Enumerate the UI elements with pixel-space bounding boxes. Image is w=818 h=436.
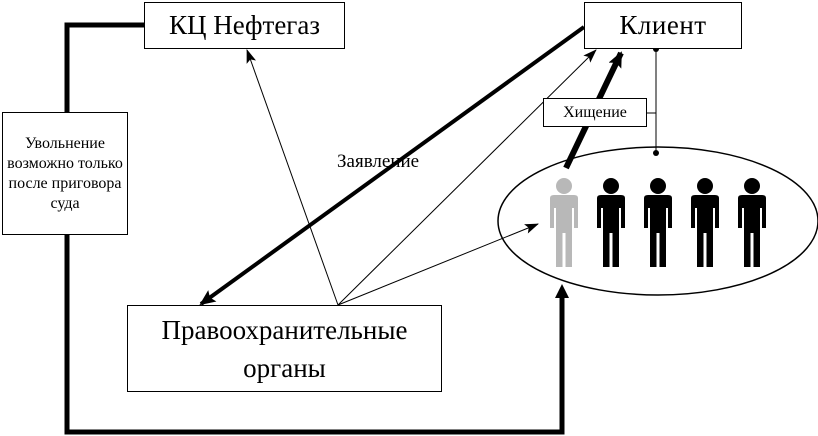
dismissal-note-box: Увольнение возможно только после пригово… <box>2 112 128 235</box>
client-to-law-arrow <box>199 25 586 306</box>
client-label: Клиент <box>619 10 707 40</box>
kc-neftegaz-label: КЦ Нефтегаз <box>168 10 321 40</box>
law-enforcement-label-line1: Правоохранительные <box>161 314 408 345</box>
person-icon <box>691 178 719 267</box>
person-icon <box>597 178 625 267</box>
client-box: Клиент <box>584 2 742 49</box>
connector-dot-bottom <box>653 150 659 156</box>
person-icon <box>738 178 766 267</box>
dismissal-path-arrowhead <box>555 284 569 298</box>
statement-edge-label: Заявление <box>337 151 420 172</box>
person-icon-highlighted <box>550 178 578 267</box>
law-enforcement-label-line2: органы <box>243 352 326 383</box>
law-to-client-arrow <box>337 49 597 306</box>
law-to-kc-arrow <box>246 49 339 306</box>
theft-label: Хищение <box>563 103 627 121</box>
dismissal-path-line <box>64 22 565 435</box>
theft-box: Хищение <box>543 98 647 127</box>
law-enforcement-box: Правоохранительные органы <box>127 305 442 392</box>
law-to-employees-arrow <box>337 223 539 306</box>
dismissal-note-text: Увольнение возможно только после пригово… <box>7 134 123 212</box>
kc-neftegaz-box: КЦ Нефтегаз <box>144 2 345 49</box>
person-icon <box>644 178 672 267</box>
people-group <box>550 178 766 267</box>
